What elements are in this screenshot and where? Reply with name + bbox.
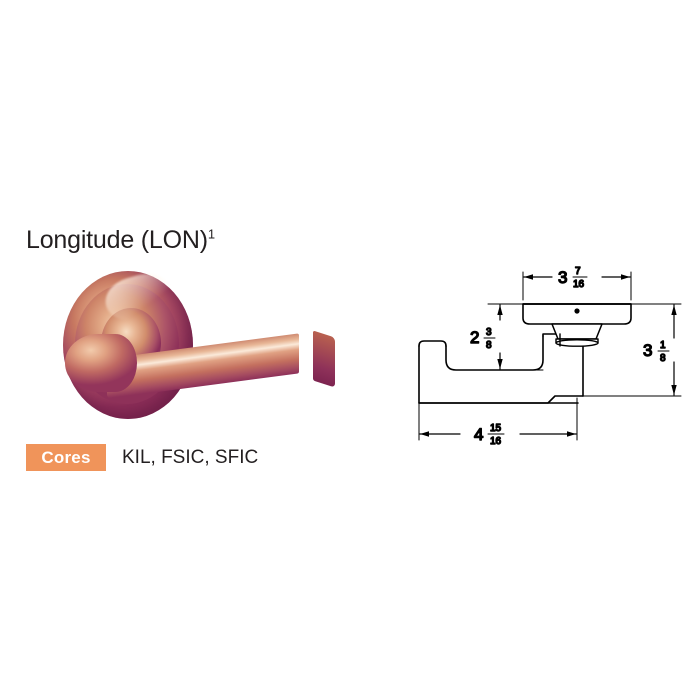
dim-rose-diameter-whole: 3 <box>558 268 567 287</box>
lever-knuckle <box>65 334 137 392</box>
product-photo <box>45 267 345 423</box>
footnote-marker: 1 <box>207 226 215 242</box>
dim-lever-clearance-numerator: 3 <box>486 327 492 338</box>
page-title: Longitude (LON)1 <box>26 226 215 255</box>
dim-overall-length-whole: 4 <box>474 425 483 444</box>
dimension-rose-diameter: 3 7 16 <box>522 265 632 301</box>
dim-lever-clearance-whole: 2 <box>470 328 479 347</box>
dim-rose-diameter-denominator: 16 <box>573 279 585 290</box>
dim-rose-diameter-numerator: 7 <box>575 266 581 277</box>
cores-row: Cores KIL, FSIC, SFIC <box>26 444 258 471</box>
cores-values: KIL, FSIC, SFIC <box>122 446 259 468</box>
dim-overall-height-whole: 3 <box>643 341 652 360</box>
product-title-text: Longitude (LON) <box>26 226 208 254</box>
technical-drawing: 3 7 16 2 3 8 <box>400 258 696 453</box>
dim-overall-height-numerator: 1 <box>660 340 666 351</box>
dim-overall-length-numerator: 15 <box>490 423 502 434</box>
lever-tip-face <box>313 330 335 388</box>
dimension-lever-clearance: 2 3 8 <box>469 303 544 371</box>
dimension-overall-length: 4 15 16 <box>418 397 578 448</box>
dim-overall-height-denominator: 8 <box>660 353 666 364</box>
cores-badge: Cores <box>26 444 106 471</box>
dim-lever-clearance-denominator: 8 <box>486 340 492 351</box>
dimension-overall-height: 3 1 8 <box>582 303 682 397</box>
dim-overall-length-denominator: 16 <box>490 436 502 447</box>
